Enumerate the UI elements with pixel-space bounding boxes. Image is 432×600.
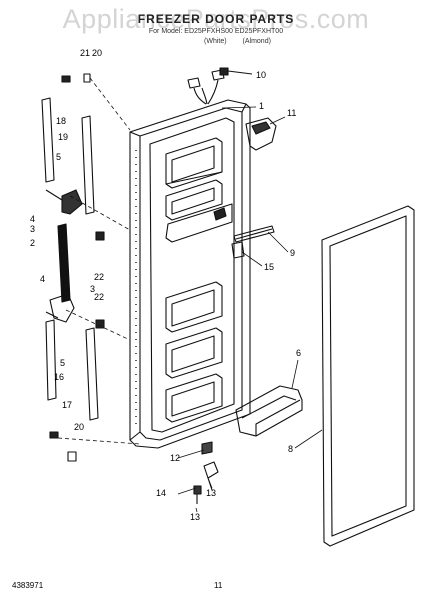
callout-3a: 3 xyxy=(30,224,35,234)
bracket-item-9 xyxy=(233,225,275,243)
callout-leaders xyxy=(177,106,323,513)
callout-20b: 20 xyxy=(74,422,84,432)
door-shelf-lower-3 xyxy=(165,373,223,423)
door-shelf-lower-1 xyxy=(165,281,223,333)
door-shelf-lower-2 xyxy=(165,327,223,379)
callout-6: 6 xyxy=(296,348,301,358)
callout-4b: 4 xyxy=(40,274,45,284)
page-number: 11 xyxy=(214,581,223,590)
callout-14: 14 xyxy=(156,488,166,498)
callout-9: 9 xyxy=(290,248,295,258)
hinge-lower xyxy=(45,293,75,323)
screws-hinge xyxy=(49,73,105,462)
dashed-leader-lines xyxy=(57,77,141,445)
callout-18: 18 xyxy=(56,116,66,126)
callout-13a: 13 xyxy=(206,488,216,498)
callout-16: 16 xyxy=(54,372,64,382)
callout-21: 21 xyxy=(80,48,90,58)
callout-15: 15 xyxy=(264,262,274,272)
callout-17: 17 xyxy=(62,400,72,410)
variant-almond: (Almond) xyxy=(242,38,271,45)
hinge-upper xyxy=(45,189,83,215)
callout-8: 8 xyxy=(288,444,293,454)
callout-22a: 22 xyxy=(94,272,104,282)
dispenser-recess xyxy=(165,203,233,243)
page-title: FREEZER DOOR PARTS xyxy=(137,12,295,26)
variant-white: (White) xyxy=(204,38,227,45)
door-bin-item-6 xyxy=(235,385,303,437)
door-shelf-mid xyxy=(165,179,223,221)
callout-1: 1 xyxy=(259,101,264,111)
model-line: For Model: ED25PFXHS00 ED25PFXHT00 xyxy=(148,28,284,35)
freezer-door xyxy=(129,99,251,449)
color-variants: (White) (Almond) xyxy=(204,38,285,45)
callout-5a: 5 xyxy=(56,152,61,162)
document-number: 4383971 xyxy=(12,581,44,590)
callout-22b: 22 xyxy=(94,292,104,302)
door-shelf-upper xyxy=(165,137,223,189)
callout-5b: 5 xyxy=(60,358,65,368)
screw-item-10 xyxy=(219,67,253,76)
callout-10: 10 xyxy=(256,70,266,80)
callout-12: 12 xyxy=(170,453,180,463)
callout-labels: 1 11 10 9 15 6 8 12 13 13 14 21 20 18 19… xyxy=(30,48,301,522)
clip-item-15 xyxy=(231,241,245,259)
wire-harness xyxy=(187,69,225,105)
callout-2: 2 xyxy=(30,238,35,248)
door-gasket-item-8 xyxy=(321,205,415,547)
callout-19: 19 xyxy=(58,132,68,142)
cap-item-11 xyxy=(245,117,277,151)
callout-20a: 20 xyxy=(92,48,102,58)
callout-4a: 4 xyxy=(30,214,35,224)
callout-13b: 13 xyxy=(190,512,200,522)
hinge-rail-left xyxy=(41,97,99,421)
callout-11: 11 xyxy=(287,108,296,118)
watermark: AppliancePartsPros.com xyxy=(62,4,370,34)
callout-3b: 3 xyxy=(90,284,95,294)
